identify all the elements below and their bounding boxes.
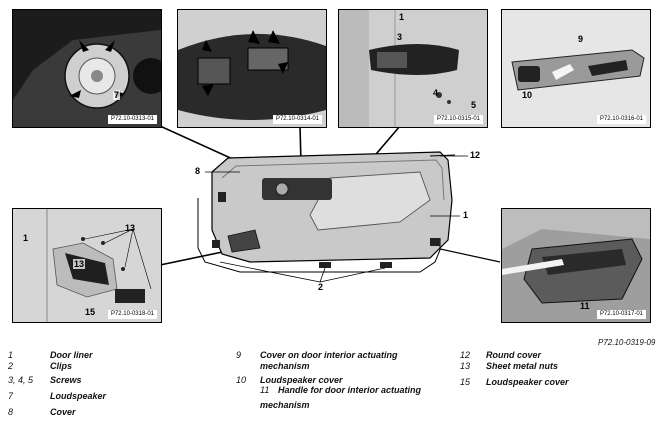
- inset-handle-cover: 9 10 P72.10-0316-01: [501, 9, 651, 128]
- callout-3: 3: [397, 32, 403, 42]
- inset-loudspeaker: 7 P72.10-0313-01: [12, 9, 162, 128]
- inset-handle: 11 P72.10-0317-01: [501, 208, 651, 323]
- callout-11: 11: [580, 301, 590, 311]
- inset-screws: 1 3 4 5 P72.10-0315-01: [338, 9, 488, 128]
- callout-13: 13: [125, 223, 136, 233]
- callout-9: 9: [578, 34, 584, 44]
- callout-2: 2: [318, 282, 324, 292]
- callout-5: 5: [471, 100, 477, 110]
- callout-1: 1: [463, 210, 469, 220]
- inset-speaker-nuts: 1 13 13 15 P72.10-0318-01: [12, 208, 162, 323]
- callout-4: 4: [433, 88, 439, 98]
- inset-ref: P72.10-0318-01: [107, 310, 157, 319]
- door-liner-drawing: [197, 151, 456, 273]
- inset-ref: P72.10-0313-01: [107, 115, 157, 124]
- callout-13: 13: [73, 259, 86, 269]
- inset-clips: P72.10-0314-01: [177, 9, 327, 128]
- callout-8: 8: [195, 166, 201, 176]
- figure-ref: P72.10-0319-09: [598, 338, 656, 347]
- inset-ref: P72.10-0317-01: [596, 310, 646, 319]
- inset-ref: P72.10-0315-01: [433, 115, 483, 124]
- inset-ref: P72.10-0316-01: [596, 115, 646, 124]
- callout-12: 12: [470, 150, 481, 160]
- callout-15: 15: [85, 307, 96, 317]
- callout-1: 1: [23, 233, 29, 243]
- callout-10: 10: [522, 90, 533, 100]
- inset-ref: P72.10-0314-01: [272, 115, 322, 124]
- callout-1: 1: [399, 12, 405, 22]
- callout-7: 7: [113, 90, 121, 100]
